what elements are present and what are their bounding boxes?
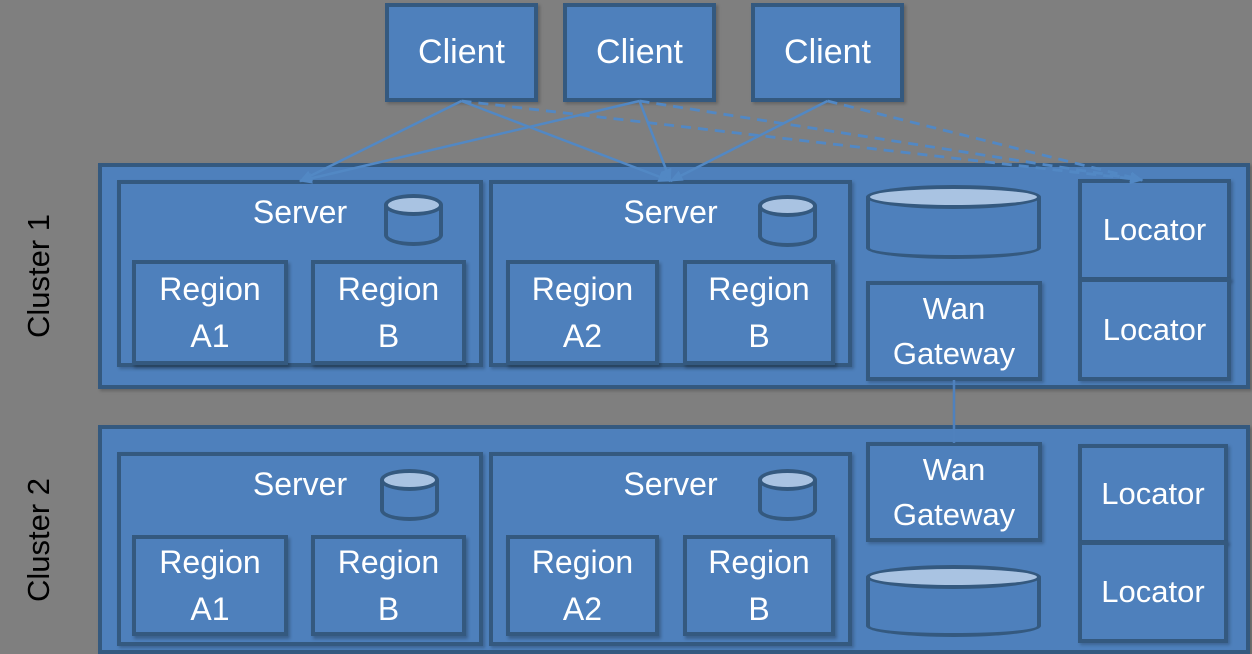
client-label: Client bbox=[418, 33, 505, 71]
cluster2-label: Cluster 2 bbox=[21, 477, 57, 602]
region-b: Region B bbox=[683, 535, 835, 636]
region-b: Region B bbox=[311, 535, 466, 636]
server-title: Server bbox=[623, 466, 718, 502]
disk-store-icon bbox=[380, 469, 439, 521]
cluster-1: Server Region A1 Region B Server Region … bbox=[98, 163, 1250, 389]
cluster1-wan-gateway: Wan Gateway bbox=[866, 281, 1042, 381]
disk-store-icon bbox=[758, 195, 817, 247]
disk-store-icon bbox=[384, 194, 443, 246]
disk-store-icon bbox=[866, 185, 1041, 259]
region-b: Region B bbox=[683, 260, 835, 365]
cluster1-locator-1: Locator bbox=[1078, 179, 1231, 281]
client-label: Client bbox=[784, 33, 871, 71]
cluster2-locator-1: Locator bbox=[1078, 444, 1228, 544]
server-title: Server bbox=[252, 466, 348, 502]
server-title: Server bbox=[252, 194, 348, 230]
server-title: Server bbox=[623, 194, 718, 230]
region-a2: Region A2 bbox=[506, 535, 659, 636]
cluster2-wan-gateway: Wan Gateway bbox=[866, 442, 1042, 542]
client-2: Client bbox=[563, 3, 716, 102]
client-1: Client bbox=[385, 3, 538, 102]
region-a1: Region A1 bbox=[132, 260, 288, 365]
region-b: Region B bbox=[311, 260, 466, 365]
client-label: Client bbox=[596, 33, 683, 71]
cluster2-locator-2: Locator bbox=[1078, 541, 1228, 643]
cluster1-server-1: Server Region A1 Region B bbox=[117, 180, 483, 367]
disk-store-icon bbox=[866, 565, 1041, 637]
cluster1-locator-2: Locator bbox=[1078, 278, 1231, 381]
region-a2: Region A2 bbox=[506, 260, 659, 365]
cluster1-server-2: Server Region A2 Region B bbox=[489, 180, 852, 367]
cluster-2: Server Region A1 Region B Server Region … bbox=[98, 425, 1250, 654]
region-a1: Region A1 bbox=[132, 535, 288, 636]
client-3: Client bbox=[751, 3, 904, 102]
cluster2-server-2: Server Region A2 Region B bbox=[489, 452, 852, 646]
disk-store-icon bbox=[758, 469, 817, 521]
cluster1-label: Cluster 1 bbox=[21, 213, 57, 339]
cluster2-server-1: Server Region A1 Region B bbox=[117, 452, 483, 646]
